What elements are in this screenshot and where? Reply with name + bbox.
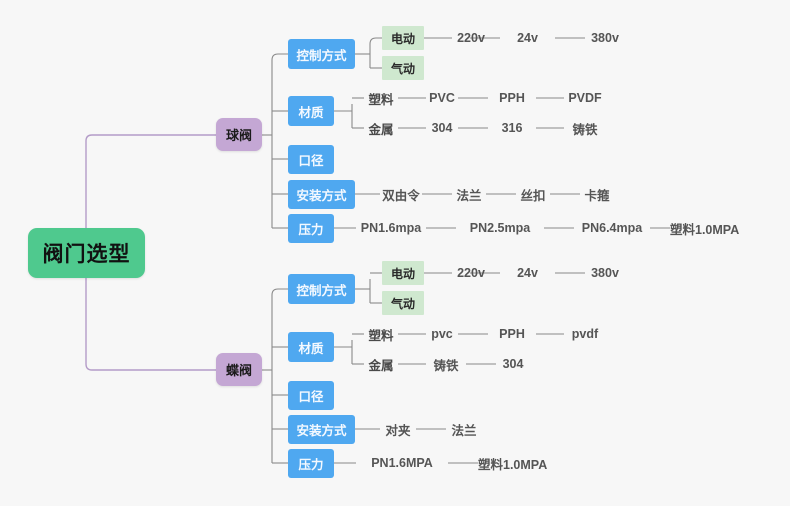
group-node-plastic-ball[interactable]: 塑料: [368, 92, 394, 107]
leaf-node-voltage-380v-ball[interactable]: 380v: [591, 31, 619, 45]
leaf-node-voltage-24v-butterfly[interactable]: 24v: [517, 266, 538, 280]
attribute-node-caliber-butterfly[interactable]: 口径: [288, 381, 334, 410]
group-node-metal-ball[interactable]: 金属: [368, 122, 394, 137]
leaf-node-plastic-pvc-ball[interactable]: PVC: [429, 91, 455, 105]
mode-node-electric-ball[interactable]: 电动: [382, 26, 424, 50]
leaf-node-voltage-220v-butterfly[interactable]: 220v: [457, 266, 485, 280]
leaf-node-plastic-pph-butterfly[interactable]: PPH: [499, 327, 525, 341]
leaf-node-metal-castiron-ball[interactable]: 铸铁: [572, 122, 598, 137]
attribute-node-caliber-ball[interactable]: 口径: [288, 145, 334, 174]
leaf-node-voltage-380v-butterfly[interactable]: 380v: [591, 266, 619, 280]
attribute-node-control-mode-butterfly[interactable]: 控制方式: [288, 274, 355, 304]
leaf-node-voltage-220v-ball[interactable]: 220v: [457, 31, 485, 45]
leaf-node-pressure-plastic10-butterfly[interactable]: 塑料1.0MPA: [478, 457, 548, 472]
leaf-node-install-flange-butterfly[interactable]: 法兰: [451, 423, 477, 438]
attribute-node-pressure-ball[interactable]: 压力: [288, 214, 334, 243]
attribute-node-control-mode-ball[interactable]: 控制方式: [288, 39, 355, 69]
leaf-node-install-flange-ball[interactable]: 法兰: [456, 188, 482, 203]
leaf-node-install-clamp-ball[interactable]: 卡箍: [584, 188, 610, 203]
leaf-node-install-wafer-butterfly[interactable]: 对夹: [385, 423, 411, 438]
leaf-node-install-union-ball[interactable]: 双由令: [382, 188, 420, 203]
leaf-node-voltage-24v-ball[interactable]: 24v: [517, 31, 538, 45]
attribute-node-install-mode-ball[interactable]: 安装方式: [288, 180, 355, 209]
leaf-node-pressure-pn64-ball[interactable]: PN6.4mpa: [581, 221, 643, 235]
attribute-node-install-mode-butterfly[interactable]: 安装方式: [288, 415, 355, 444]
leaf-node-metal-304-ball[interactable]: 304: [431, 121, 453, 135]
leaf-node-plastic-pvdf-ball[interactable]: PVDF: [568, 91, 602, 105]
attribute-node-material-ball[interactable]: 材质: [288, 96, 334, 126]
leaf-node-pressure-plastic10-ball[interactable]: 塑料1.0MPA: [670, 222, 740, 237]
branch-node-butterfly-valve[interactable]: 蝶阀: [216, 353, 262, 386]
mode-node-electric-butterfly[interactable]: 电动: [382, 261, 424, 285]
leaf-node-plastic-pvc-butterfly[interactable]: pvc: [431, 327, 453, 341]
group-node-metal-butterfly[interactable]: 金属: [368, 358, 394, 373]
leaf-node-plastic-pph-ball[interactable]: PPH: [499, 91, 525, 105]
leaf-node-plastic-pvdf-butterfly[interactable]: pvdf: [571, 327, 599, 341]
leaf-node-pressure-pn25-ball[interactable]: PN2.5mpa: [469, 221, 531, 235]
leaf-node-pressure-pn16-ball[interactable]: PN1.6mpa: [360, 221, 422, 235]
branch-node-ball-valve[interactable]: 球阀: [216, 118, 262, 151]
leaf-node-metal-316-ball[interactable]: 316: [501, 121, 523, 135]
group-node-plastic-butterfly[interactable]: 塑料: [368, 328, 394, 343]
attribute-node-material-butterfly[interactable]: 材质: [288, 332, 334, 362]
mode-node-pneumatic-ball[interactable]: 气动: [382, 56, 424, 80]
mode-node-pneumatic-butterfly[interactable]: 气动: [382, 291, 424, 315]
attribute-node-pressure-butterfly[interactable]: 压力: [288, 449, 334, 478]
leaf-node-metal-castiron-butterfly[interactable]: 铸铁: [433, 358, 459, 373]
leaf-node-install-thread-ball[interactable]: 丝扣: [520, 188, 546, 203]
leaf-node-metal-304-butterfly[interactable]: 304: [502, 357, 524, 371]
root-node[interactable]: 阀门选型: [28, 228, 145, 278]
leaf-node-pressure-pn16-butterfly[interactable]: PN1.6MPA: [371, 456, 433, 470]
